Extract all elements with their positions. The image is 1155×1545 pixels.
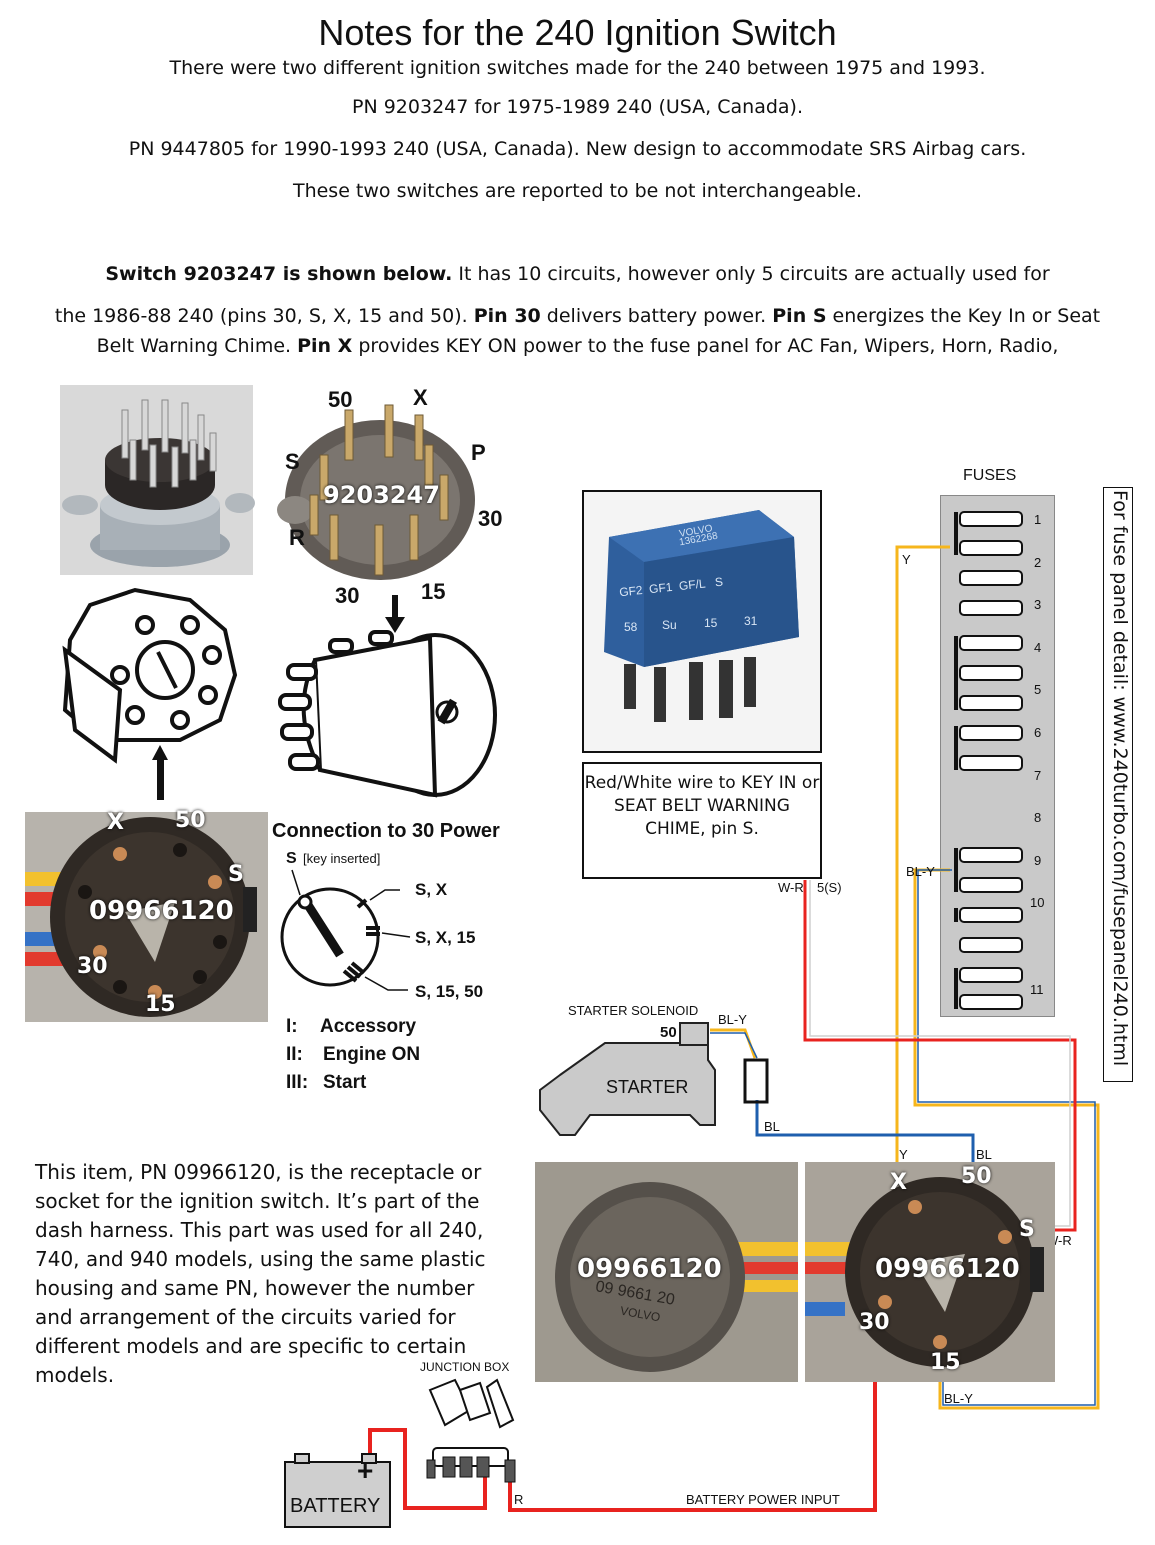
socket-front-part-number: 09966120 — [875, 1254, 1020, 1284]
starter-shape — [539, 1022, 769, 1136]
pos-1-label: S, X — [415, 880, 448, 899]
socket-left-pin-x: X — [107, 810, 124, 835]
positions-heading: Connection to 30 Power — [272, 820, 500, 842]
socket-left-pin-50: 50 — [175, 808, 206, 833]
switch-part-number: 9203247 — [323, 481, 440, 509]
switch-pin-50: 50 — [328, 387, 353, 412]
relay-pin-su: Su — [662, 618, 677, 632]
battery-label: BATTERY — [290, 1495, 381, 1517]
battery-shape — [284, 1453, 391, 1528]
intro-line-3: PN 9447805 for 1990-1993 240 (USA, Canad… — [128, 138, 1027, 160]
fuse-num-5: 5 — [1034, 682, 1042, 697]
socket-photo-left-top: X 50 S 09966120 30 15 — [25, 808, 268, 1022]
fuse-num-6: 6 — [1034, 725, 1042, 740]
wire-label-bly-starter: BL-Y — [718, 1012, 747, 1027]
legend-1-num: I: — [286, 1016, 298, 1037]
socket-photo-back: 09 9661 20 VOLVO 09966120 — [535, 1162, 798, 1382]
switch-pin-x: X — [413, 385, 428, 410]
switch-pin-30-right: 30 — [478, 506, 503, 531]
starter-pin-50: 50 — [660, 1024, 677, 1041]
relay-note: Red/White wire to KEY IN or SEAT BELT WA… — [582, 762, 822, 879]
wire-label-y-top: Y — [902, 552, 911, 567]
starter-label: STARTER — [606, 1077, 689, 1097]
junction-box-shape — [426, 1378, 516, 1483]
intro-line-1: There were two different ignition switch… — [169, 57, 986, 79]
socket-front-pin-s: S — [1019, 1217, 1035, 1242]
switch-pin-p: P — [471, 440, 486, 465]
fuse-slots — [954, 511, 1023, 1010]
wire-label-y-socket: Y — [899, 1147, 908, 1162]
fuses-title: FUSES — [963, 467, 1017, 484]
socket-left-pin-s: S — [228, 862, 244, 887]
down-arrow — [385, 595, 405, 635]
socket-photo-front: X 50 S 09966120 30 15 — [805, 1162, 1055, 1382]
socket-left-pin-30: 30 — [77, 954, 108, 979]
wire-label-s-relay: 5(S) — [817, 880, 842, 895]
socket-front-pin-50: 50 — [961, 1164, 992, 1189]
battery-plus: + — [357, 1455, 374, 1486]
switch-pin-30: 30 — [335, 583, 360, 608]
socket-description: This item, PN 09966120, is the receptacl… — [35, 1160, 486, 1387]
connector-photo — [60, 385, 255, 575]
switch-photo: 50 X S P 30 R 30 15 9203247 — [275, 385, 505, 608]
socket-front-pin-x: X — [890, 1170, 907, 1195]
relay-pin-58: 58 — [624, 620, 638, 634]
relay-photo: VOLVO 1362268 GF2 GF1 GF/L S 58 Su 15 31 — [582, 490, 822, 753]
legend-3-text: Start — [323, 1072, 367, 1093]
fuse-num-4: 4 — [1034, 640, 1042, 655]
socket-left-part-number: 09966120 — [89, 896, 234, 926]
wire-label-bl-socket: BL — [976, 1147, 992, 1162]
key-position-dial — [270, 865, 420, 1010]
fuse-panel-link-note: For fuse panel detail: www.240turbo.com/… — [1103, 487, 1133, 1082]
legend-2-num: II: — [286, 1044, 303, 1065]
fuse-num-1: 1 — [1034, 512, 1042, 527]
wire-label-bly-bottom: BL-Y — [944, 1391, 973, 1406]
battery-power-input-label: BATTERY POWER INPUT — [686, 1492, 840, 1507]
fuse-num-8: 8 — [1034, 810, 1042, 825]
legend-1-text: Accessory — [320, 1016, 417, 1037]
fuse-num-10: 10 — [1030, 895, 1045, 910]
key-inserted-label: [key inserted] — [303, 851, 381, 866]
wire-label-r-battery: R — [514, 1492, 524, 1507]
fuse-num-3: 3 — [1034, 597, 1042, 612]
wire-label-wr-relay: W-R — [778, 880, 804, 895]
switch-pin-15: 15 — [421, 579, 446, 604]
legend-2-text: Engine ON — [323, 1044, 421, 1065]
pos-2-label: S, X, 15 — [415, 928, 476, 947]
junction-box-label: JUNCTION BOX — [420, 1360, 510, 1374]
relay-pin-15: 15 — [704, 616, 718, 630]
starter-solenoid-label: STARTER SOLENOID — [568, 1003, 699, 1018]
pos-s-key: S — [286, 850, 297, 867]
intro-line-2: PN 9203247 for 1975-1989 240 (USA, Canad… — [352, 96, 803, 118]
socket-front-pin-30: 30 — [859, 1310, 890, 1335]
pos-3-label: S, 15, 50 — [415, 982, 484, 1001]
socket-left-pin-15: 15 — [145, 992, 176, 1017]
switch-line-art — [270, 620, 500, 815]
wire-label-bly-fuse: BL-Y — [906, 864, 935, 879]
switch-pin-s: S — [285, 449, 300, 474]
fuse-num-2: 2 — [1034, 555, 1042, 570]
intro-line-4: These two switches are reported to be no… — [292, 180, 863, 202]
switch-paragraph-line-3: Belt Warning Chime. Pin X provides KEY O… — [96, 335, 1059, 357]
page-title: Notes for the 240 Ignition Switch — [318, 12, 837, 53]
switch-pin-r: R — [289, 525, 305, 550]
socket-front-pin-15: 15 — [930, 1350, 961, 1375]
relay-pin-31: 31 — [744, 614, 758, 628]
switch-paragraph-line-1: Switch 9203247 is shown below. It has 10… — [105, 263, 1050, 285]
legend-3-num: III: — [286, 1072, 309, 1093]
switch-paragraph-line-2: the 1986-88 240 (pins 30, S, X, 15 and 5… — [54, 305, 1101, 327]
fuse-num-7: 7 — [1034, 768, 1042, 783]
fuse-num-11: 11 — [1030, 982, 1044, 997]
wire-label-bl-starter: BL — [764, 1119, 780, 1134]
socket-line-art — [40, 580, 265, 805]
socket-back-part-number: 09966120 — [577, 1254, 722, 1284]
fuse-num-9: 9 — [1034, 853, 1042, 868]
